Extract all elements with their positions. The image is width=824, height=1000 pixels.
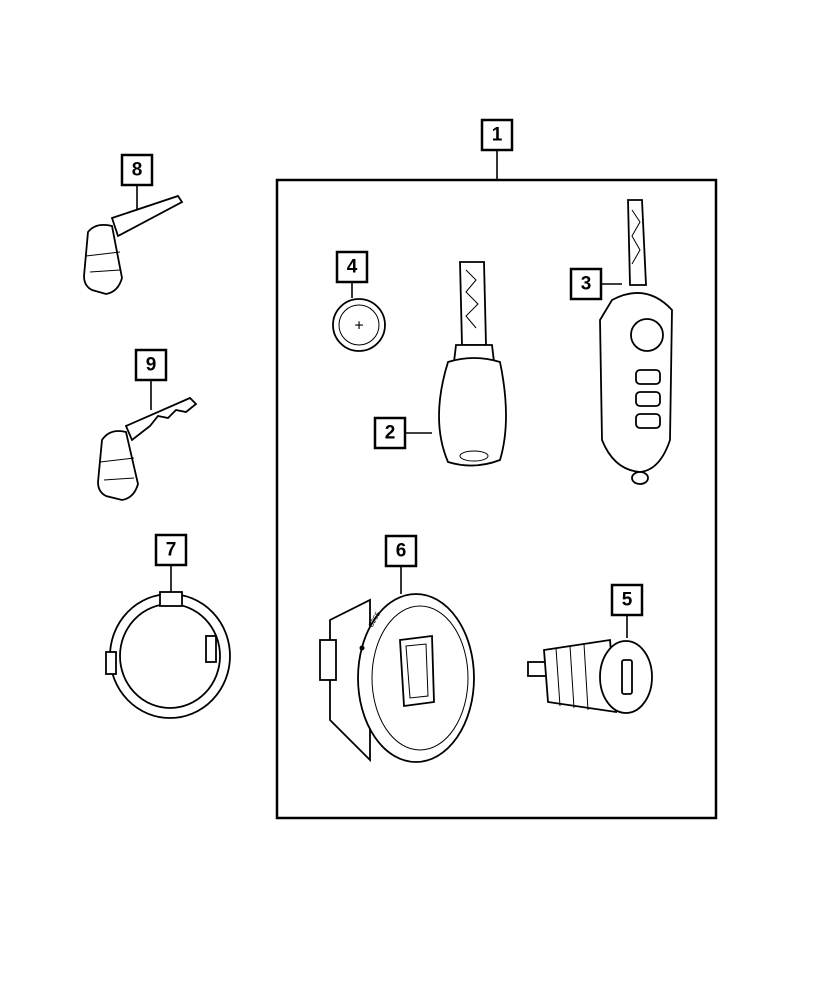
part-8-key-blade	[83, 194, 184, 295]
part-2-key	[438, 261, 507, 467]
svg-text:5: 5	[622, 590, 633, 611]
svg-text:9: 9	[146, 355, 157, 376]
battery-plus-sign: +	[354, 318, 363, 335]
callout-6[interactable]: 6	[384, 534, 418, 568]
svg-text:3: 3	[581, 274, 592, 295]
callout-5[interactable]: 5	[610, 583, 644, 617]
svg-text:7: 7	[166, 540, 177, 561]
callout-3[interactable]: 3	[569, 267, 603, 301]
part-7-ring	[105, 591, 231, 719]
svg-text:2: 2	[385, 423, 396, 444]
part-4-battery: +	[332, 298, 386, 352]
svg-text:8: 8	[132, 160, 143, 181]
svg-text:1: 1	[492, 125, 503, 146]
part-3-key-fob	[599, 199, 673, 485]
callout-4[interactable]: 4	[335, 250, 369, 284]
part-5-lock-cylinder	[527, 638, 653, 714]
callout-2[interactable]: 2	[373, 416, 407, 450]
svg-text:4: 4	[347, 257, 358, 278]
part-6-ignition-cylinder: C265	[319, 593, 475, 763]
callout-7[interactable]: 7	[154, 533, 188, 567]
svg-text:6: 6	[396, 541, 407, 562]
callout-8[interactable]: 8	[120, 153, 154, 187]
callout-1[interactable]: 1	[480, 118, 514, 152]
callout-9[interactable]: 9	[134, 348, 168, 382]
part-9-cut-key	[97, 396, 198, 501]
